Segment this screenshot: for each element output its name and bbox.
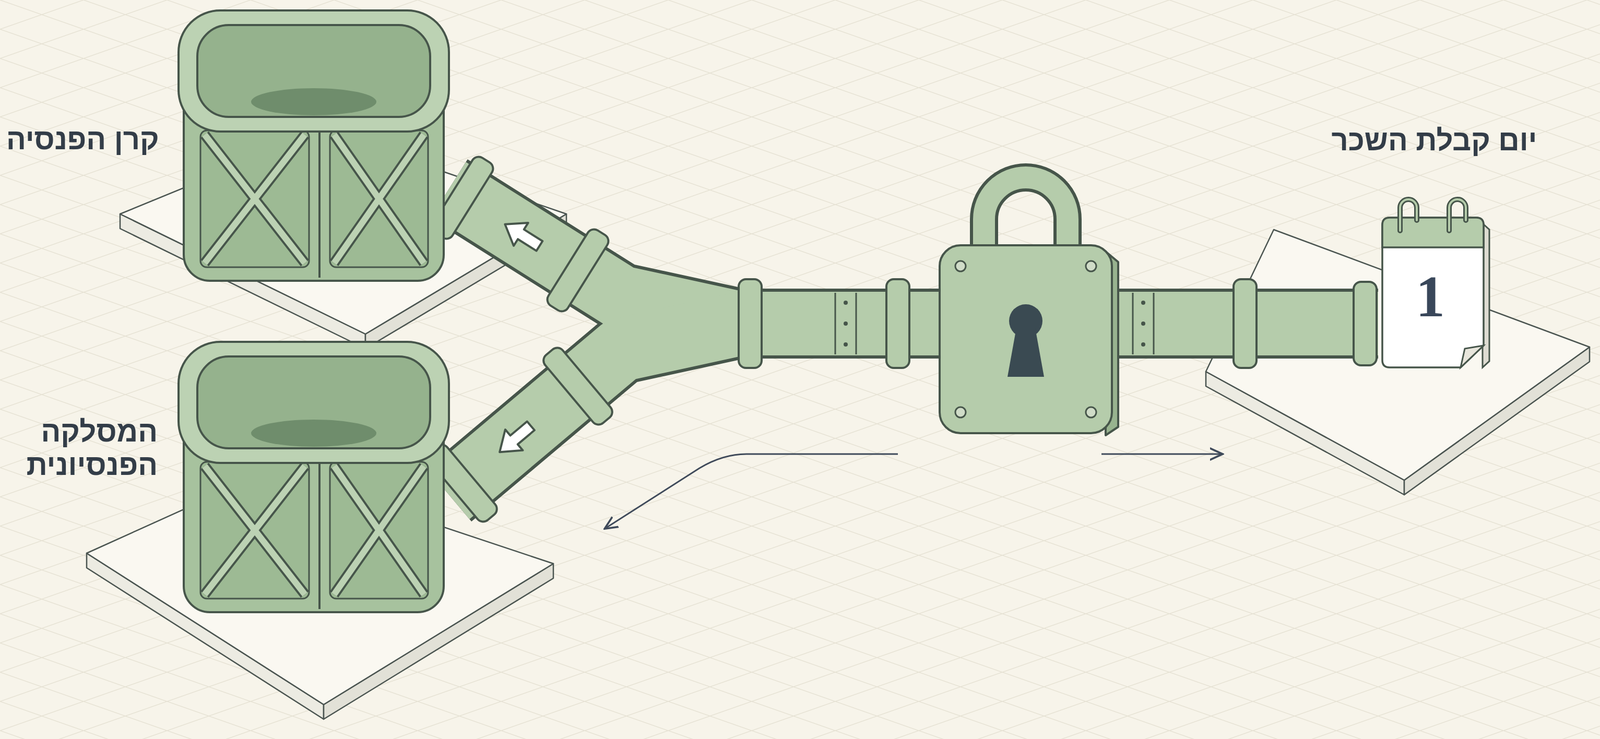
shape-part	[843, 321, 848, 326]
shape-part	[1233, 279, 1257, 369]
shape-part	[1353, 281, 1377, 366]
tank-brace	[204, 466, 305, 595]
tank-rim	[178, 10, 449, 132]
shape-part	[955, 261, 966, 272]
shape-part	[1085, 407, 1097, 418]
node-label: קרן הפנסיה	[6, 122, 160, 157]
shape-part	[835, 292, 857, 355]
tank-opening	[197, 356, 431, 449]
shape-part	[544, 226, 611, 314]
flow-heads	[490, 212, 547, 463]
tank-brace	[334, 466, 424, 595]
calendar-ring	[1400, 199, 1417, 231]
tank-edge	[318, 122, 321, 278]
shape-part	[1007, 327, 1045, 377]
shape-part	[1141, 342, 1146, 347]
shape-part	[955, 407, 966, 418]
pipe-outlines	[448, 188, 1379, 495]
node-label: המסלקה הפנסיונית	[26, 415, 158, 483]
tank-brace	[334, 134, 424, 264]
tank-panel	[329, 130, 429, 268]
tank-panel	[329, 461, 429, 599]
day-number: 1	[1378, 267, 1483, 326]
tank-rim	[178, 341, 449, 464]
calendar-ring	[1449, 199, 1466, 231]
tank-floor	[251, 419, 377, 447]
tank-node: המסלקה הפנסיונית	[178, 341, 449, 618]
tank-brace	[204, 466, 305, 595]
shape-part	[939, 245, 1112, 434]
arrowhead	[498, 212, 548, 258]
tank-panel	[200, 461, 310, 599]
tank-opening	[197, 25, 431, 117]
tank-panel	[200, 130, 310, 268]
shape-part	[738, 279, 762, 369]
padlock	[939, 177, 1119, 436]
shape-part	[1141, 300, 1146, 305]
calendar-node: יום קבלת השכר1	[1378, 188, 1491, 373]
shape-part	[1141, 321, 1146, 326]
tank-shape	[178, 341, 449, 618]
pipe-flange	[425, 153, 1377, 525]
shape-part	[1085, 261, 1097, 272]
tank-edge	[318, 454, 321, 610]
shape-part	[540, 345, 616, 429]
calendar-curl	[1460, 345, 1484, 368]
flow-arrow	[1101, 453, 1222, 456]
shape-part	[544, 226, 611, 314]
tank-shape	[178, 10, 449, 287]
tank-node: קרן הפנסיה	[178, 10, 449, 287]
tank-brace	[334, 134, 424, 264]
tank-brace	[204, 134, 305, 264]
arrowhead	[490, 415, 540, 463]
tank-floor	[251, 88, 377, 116]
shape-part	[886, 279, 910, 369]
tank-brace	[204, 134, 305, 264]
tank-brace	[334, 466, 424, 595]
calendar-ring	[1400, 199, 1417, 231]
pipe-fills	[448, 188, 1379, 495]
flow-arrow	[605, 454, 898, 529]
calendar-ring	[1449, 199, 1466, 231]
shape-part	[955, 261, 1097, 418]
node-label: יום קבלת השכר	[1331, 123, 1538, 158]
shape-part	[540, 345, 616, 429]
shape-part	[843, 300, 848, 305]
shape-part	[1132, 292, 1154, 355]
shape-part	[843, 342, 848, 347]
